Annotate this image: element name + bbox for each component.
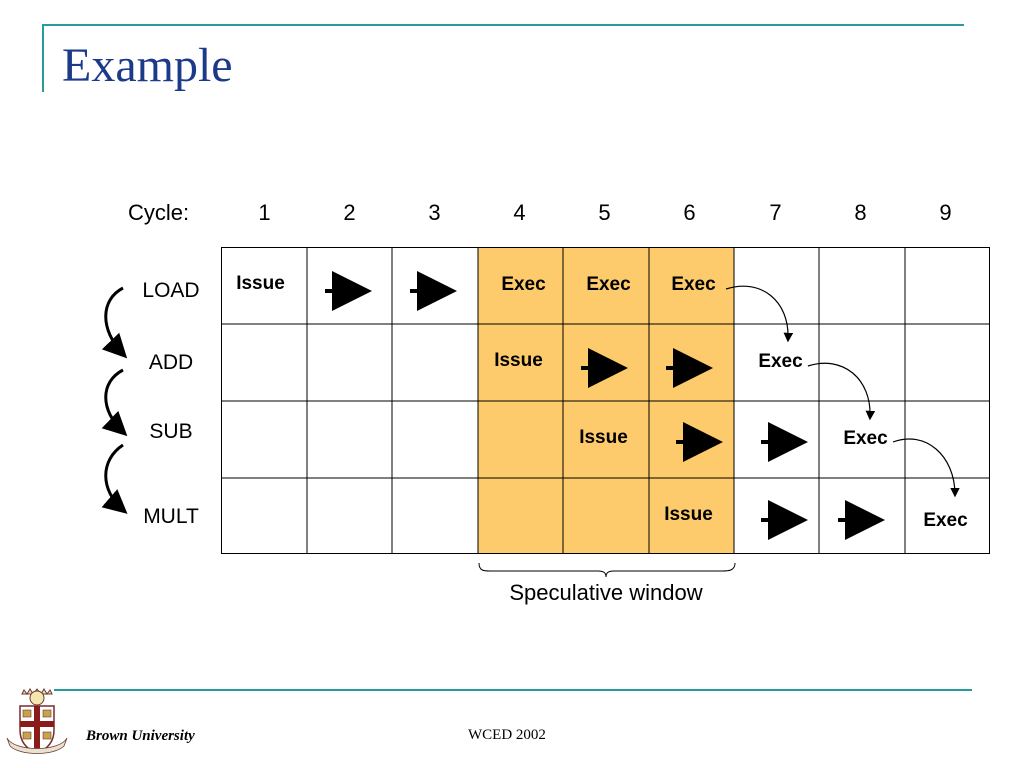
dependency-arrow-load-add	[101, 286, 128, 359]
cell-add-issue: Issue	[494, 350, 543, 371]
cell-sub-exec: Exec	[843, 428, 888, 449]
dependency-brackets	[101, 286, 128, 514]
instruction-add: ADD	[148, 351, 194, 374]
forwarding-arrow-icon	[892, 438, 960, 498]
cycle-number: 8	[854, 200, 867, 225]
instruction-mult: MULT	[143, 505, 199, 528]
cell-mult-exec: Exec	[923, 510, 968, 531]
cell-mult-issue: Issue	[664, 504, 713, 525]
cycle-number: 1	[258, 200, 271, 225]
cell-load-issue: Issue	[236, 273, 285, 294]
forwarding-arrow-icon	[807, 362, 876, 421]
cycle-number: 4	[513, 200, 526, 225]
cycle-label: Cycle:	[128, 200, 190, 225]
forwarding-arrow-icon	[725, 285, 794, 343]
cell-sub-issue: Issue	[579, 427, 628, 448]
brown-university-seal-icon	[6, 688, 68, 754]
cell-load-exec: Exec	[501, 274, 546, 295]
instruction-sub: SUB	[149, 420, 193, 443]
cell-load-exec: Exec	[586, 274, 631, 295]
cell-add-exec: Exec	[758, 351, 803, 372]
footer-event: WCED 2002	[468, 727, 546, 743]
cell-load-exec: Exec	[671, 274, 716, 295]
instruction-load: LOAD	[142, 279, 200, 302]
cycle-number: 3	[428, 200, 441, 225]
bottom-rule	[54, 689, 972, 691]
pipeline-grid	[221, 247, 990, 554]
cycle-number: 2	[343, 200, 356, 225]
cycle-number: 5	[598, 200, 611, 225]
speculative-window-brace	[478, 562, 736, 578]
slide-title: Example	[62, 39, 233, 92]
speculative-window-label: Speculative window	[509, 580, 703, 605]
dependency-arrow-sub-mult	[101, 443, 128, 514]
cycle-number: 7	[769, 200, 782, 225]
cycle-number: 9	[939, 200, 952, 225]
top-rule	[44, 24, 964, 26]
footer-institution: Brown University	[86, 728, 195, 744]
cycle-number: 6	[683, 200, 696, 225]
left-rule	[42, 24, 44, 92]
dependency-arrow-add-sub	[101, 368, 128, 437]
